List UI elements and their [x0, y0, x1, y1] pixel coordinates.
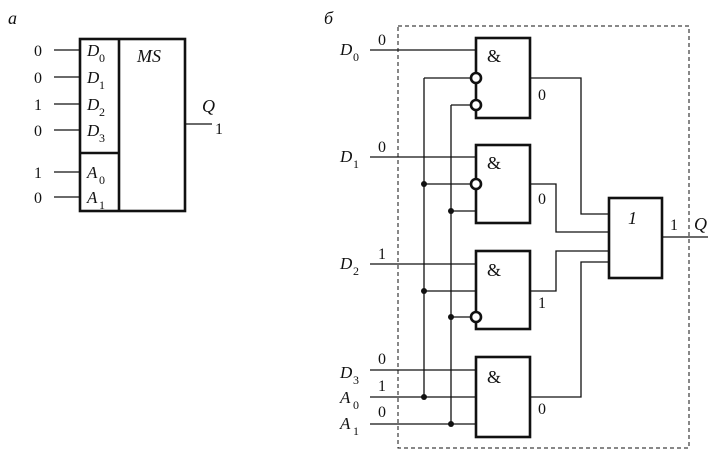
svg-text:D: D: [339, 254, 353, 273]
ms-output-value: 1: [215, 121, 223, 138]
gate-1-output-value: 0: [538, 191, 546, 208]
and-gate-3: &: [474, 355, 532, 439]
ms-a1-value: 0: [34, 190, 42, 207]
gate-0-output-value: 0: [538, 87, 546, 104]
junction-dot: [421, 394, 427, 400]
input-label-a1: A 1 0: [339, 404, 386, 438]
junction-dot: [448, 208, 454, 214]
ms-d1-value: 0: [34, 70, 42, 87]
svg-text:D: D: [339, 363, 353, 382]
gate-3-output-value: 0: [538, 401, 546, 418]
and-gate-2-symbol: &: [487, 260, 501, 280]
ms-d0-sub: 0: [99, 51, 105, 65]
and-gate-1-symbol: &: [487, 153, 501, 173]
ms-a1-sub: 1: [99, 198, 105, 212]
part-a: а MS 0 D 0 0 D 1 1 D 2 0 D 3: [8, 8, 223, 213]
d3-value: 0: [378, 351, 386, 368]
q-output-name: Q: [694, 214, 707, 234]
input-label-d2: D 2 1: [339, 246, 386, 278]
ms-input-a0: 1 A 0: [34, 163, 105, 187]
and-gate-1: &: [474, 143, 532, 225]
junction-dot: [448, 421, 454, 427]
gate-3-output-wire: [530, 261, 609, 398]
input-label-d1: D 1 0: [339, 139, 386, 171]
junction-dot: [448, 314, 454, 320]
inverter-bubble: [469, 310, 483, 324]
junction-dot: [421, 288, 427, 294]
ms-input-d0: 0 D 0: [34, 41, 105, 65]
d0-value: 0: [378, 32, 386, 49]
part-b: б & &: [324, 8, 708, 449]
d1-value: 0: [378, 139, 386, 156]
ms-input-d3: 0 D 3: [34, 121, 105, 145]
svg-text:A: A: [339, 414, 351, 433]
and-gate-2: &: [474, 249, 532, 331]
and-gate-0: &: [474, 36, 532, 120]
svg-text:0: 0: [353, 398, 359, 412]
part-a-label: а: [8, 8, 17, 28]
ms-d3-sub: 3: [99, 131, 105, 145]
ms-a0-sub: 0: [99, 173, 105, 187]
and-gate-0-symbol: &: [487, 46, 501, 66]
ms-a0-name: A: [86, 163, 98, 182]
a1-value: 0: [378, 404, 386, 421]
ms-input-d1: 0 D 1: [34, 68, 105, 92]
gate-2-output-value: 1: [538, 295, 546, 312]
or-gate-symbol: 1: [628, 208, 637, 228]
svg-text:2: 2: [353, 264, 359, 278]
or-gate: 1: [607, 196, 664, 280]
ms-d1-name: D: [86, 68, 100, 87]
ms-d0-value: 0: [34, 43, 42, 60]
ms-input-a1: 0 A 1: [34, 188, 105, 212]
input-label-d0: D 0 0: [339, 32, 386, 64]
ms-output: Q 1: [185, 96, 223, 138]
inverter-bubble: [469, 177, 483, 191]
a0-value: 1: [378, 378, 386, 395]
multiplexer-enclosure: [397, 25, 690, 449]
input-label-d3: D 3 0: [339, 351, 386, 387]
ms-output-name: Q: [202, 96, 215, 116]
ms-block: [78, 37, 187, 213]
svg-text:3: 3: [353, 373, 359, 387]
gate-1-output-wire: [530, 183, 609, 233]
ms-d2-value: 1: [34, 97, 42, 114]
q-output-value: 1: [670, 217, 678, 234]
ms-input-d2: 1 D 2: [34, 95, 105, 119]
ms-d1-sub: 1: [99, 78, 105, 92]
input-label-a0: A 0 1: [339, 378, 386, 412]
ms-block-label: MS: [136, 46, 161, 66]
ms-d3-value: 0: [34, 123, 42, 140]
gate-2-output-wire: [530, 250, 609, 292]
ms-d3-name: D: [86, 121, 100, 140]
ms-a1-name: A: [86, 188, 98, 207]
svg-text:D: D: [339, 147, 353, 166]
svg-text:1: 1: [353, 424, 359, 438]
inverter-bubble: [469, 98, 483, 112]
junction-dot: [421, 181, 427, 187]
svg-text:0: 0: [353, 50, 359, 64]
inverter-bubble: [469, 71, 483, 85]
svg-text:A: A: [339, 388, 351, 407]
ms-d2-name: D: [86, 95, 100, 114]
ms-d2-sub: 2: [99, 105, 105, 119]
and-gate-3-symbol: &: [487, 367, 501, 387]
d2-value: 1: [378, 246, 386, 263]
svg-text:1: 1: [353, 157, 359, 171]
ms-a0-value: 1: [34, 165, 42, 182]
gate-0-output-wire: [530, 77, 609, 215]
part-b-label: б: [324, 8, 334, 28]
ms-d0-name: D: [86, 41, 100, 60]
svg-text:D: D: [339, 40, 353, 59]
